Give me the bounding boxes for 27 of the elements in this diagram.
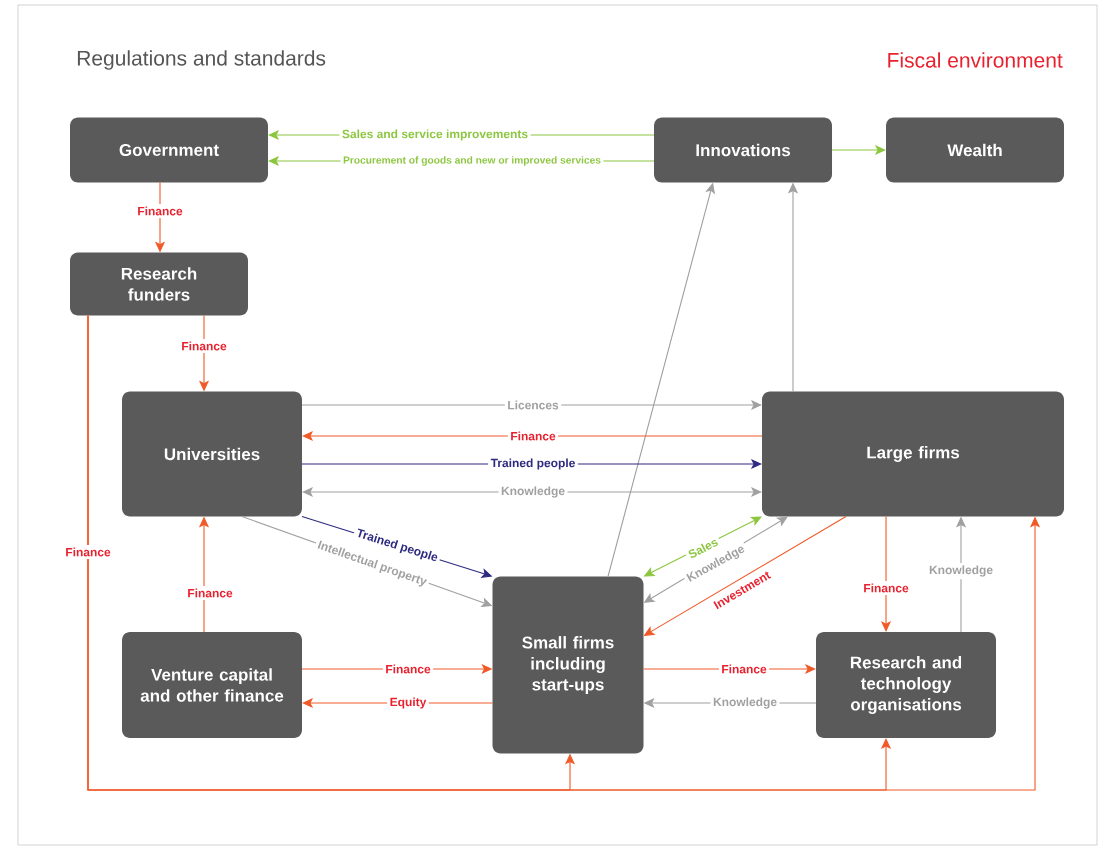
edge-label: Finance <box>718 662 770 676</box>
box: Wealth <box>886 117 1064 183</box>
edge-label: Trained people <box>488 455 578 473</box>
edge-label: Equity <box>387 694 429 712</box>
box: Venture capital and other finance <box>122 632 302 738</box>
box: Research and technology organisations <box>816 632 996 738</box>
heading: Fiscal environment <box>888 52 1063 68</box>
edge-label: Finance <box>184 586 236 600</box>
edge-label: Licences <box>504 398 562 412</box>
edge-label: Sales and service improvements <box>339 126 531 144</box>
edge-label: Finance <box>860 581 912 595</box>
edge-label: Knowledge <box>710 694 780 712</box>
edge-label: Finance <box>178 339 230 353</box>
edge-label: Finance <box>62 545 114 559</box>
edge-label: Knowledge <box>926 562 996 580</box>
box: Innovations <box>654 117 832 183</box>
edge-label: Finance <box>134 204 186 218</box>
edge-label: Finance <box>507 429 559 443</box>
box: Small firms including start-ups <box>492 576 644 754</box>
edge-label: Procurement of goods and new or improved services <box>340 153 604 169</box>
heading: Regulations and standards <box>77 50 326 70</box>
box: Large firms <box>762 391 1064 517</box>
edge-label: Finance <box>382 662 434 676</box>
edge-label: Knowledge <box>498 483 568 501</box>
box: Government <box>70 117 268 183</box>
box: Universities <box>122 391 302 517</box>
box: Research funders <box>70 252 248 316</box>
